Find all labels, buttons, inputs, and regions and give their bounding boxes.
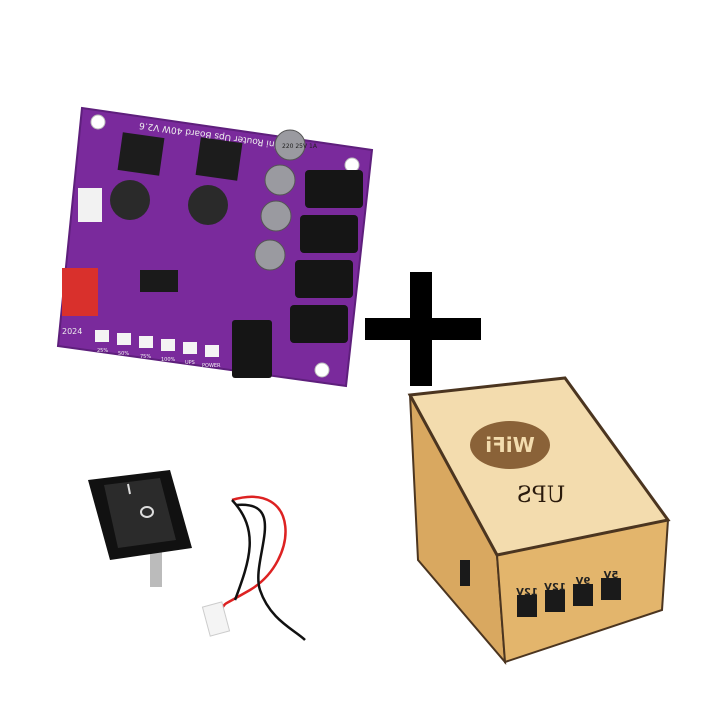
capacitor	[260, 200, 292, 232]
output-port	[517, 595, 537, 617]
capacitor	[274, 129, 306, 161]
led-label: 100%	[161, 357, 176, 363]
ic-chip	[140, 270, 178, 292]
led-label: 75%	[140, 354, 151, 360]
jst-connector	[78, 188, 102, 222]
dc-jack	[290, 305, 348, 343]
inductor	[110, 180, 150, 220]
capacitor-label: 220 25V 1A	[282, 143, 318, 150]
board-year: 2024	[62, 327, 82, 336]
wifi-logo	[470, 421, 550, 469]
input-port	[460, 560, 470, 586]
output-port	[601, 578, 621, 600]
mount-hole	[314, 362, 330, 378]
ups-wooden-enclosure: WiFi UPS 5V 9V 12V 12V	[407, 376, 671, 665]
port-label: 12V	[516, 587, 538, 598]
port-label: 9V	[575, 576, 590, 587]
input-dc-jack	[232, 320, 272, 378]
enclosure-title: UPS	[517, 483, 565, 508]
rocker-switch	[88, 470, 192, 587]
screw-terminal	[62, 268, 98, 316]
dc-jack	[300, 215, 358, 253]
dc-jack	[305, 170, 363, 208]
output-port	[573, 584, 593, 606]
capacitor	[264, 164, 296, 196]
mount-hole	[90, 114, 106, 130]
led-label: UPS	[185, 360, 195, 366]
capacitor	[254, 239, 286, 271]
inductor	[188, 185, 228, 225]
dc-jack	[295, 260, 353, 298]
plus-icon	[365, 272, 481, 386]
regulator-chip	[195, 137, 243, 181]
led-label: POWER	[202, 363, 221, 369]
output-port	[545, 590, 565, 612]
wifi-logo-text: WiFi	[485, 433, 534, 457]
led-label: 50%	[118, 351, 129, 357]
mount-hole	[344, 157, 360, 173]
port-label: 12V	[544, 582, 566, 593]
led-row	[95, 330, 219, 357]
regulator-chip	[117, 132, 165, 176]
port-label: 5V	[603, 570, 618, 581]
ups-circuit-board: Mini Router Ups Board 40W V2.6 220 25V 1…	[56, 106, 374, 388]
jst-cable	[201, 495, 306, 641]
led-label: 25%	[97, 348, 108, 354]
